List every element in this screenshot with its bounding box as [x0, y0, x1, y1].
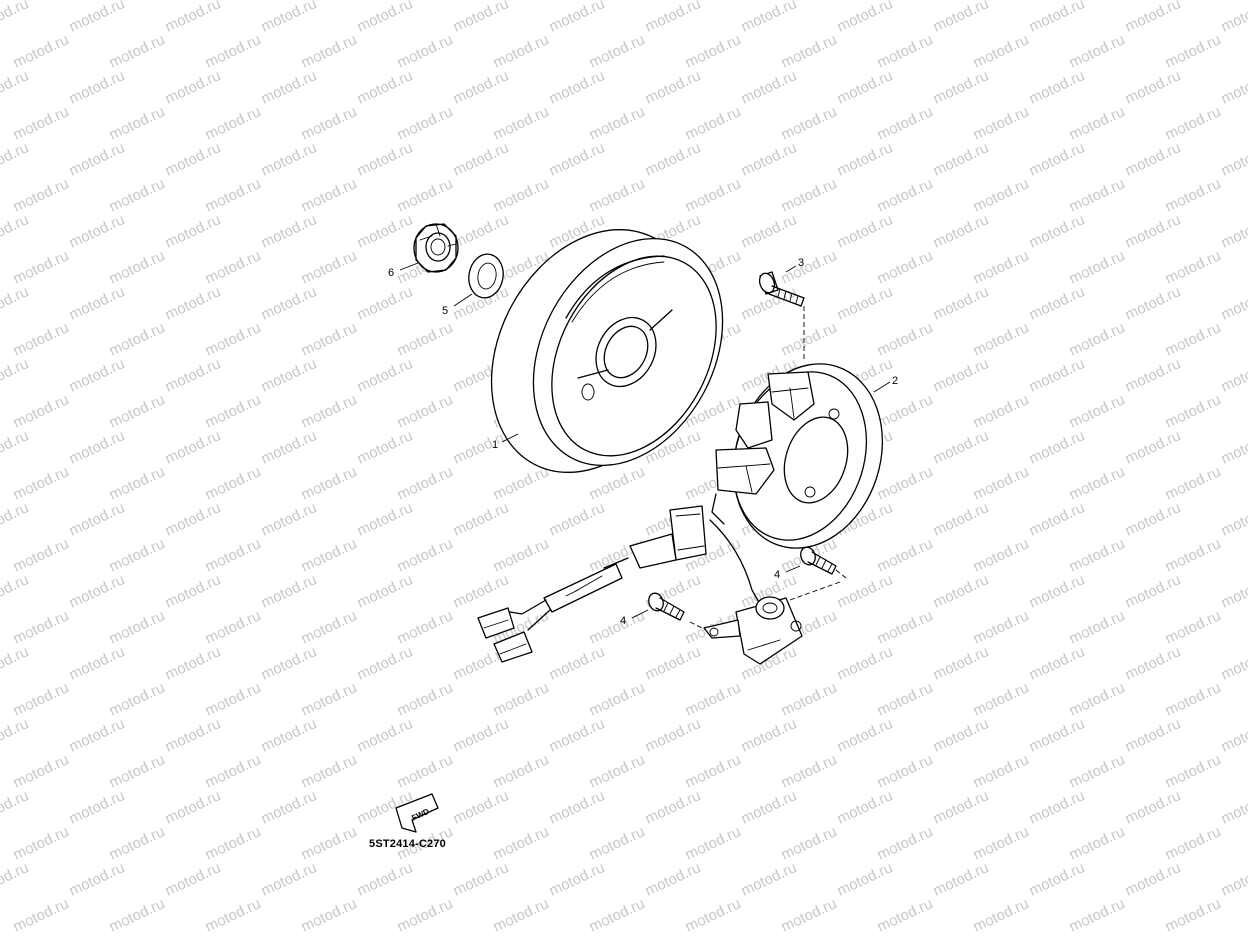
drawing-code: 5ST2414-C270 — [369, 838, 447, 850]
pickup-screw-icon[interactable] — [798, 545, 837, 575]
washer-icon[interactable] — [465, 251, 506, 300]
stator-assembly-icon[interactable] — [710, 344, 905, 567]
part-number-5: 5 — [442, 305, 448, 317]
part-number-4-lower: 4 — [620, 615, 626, 627]
stator-screw-icon[interactable] — [757, 271, 805, 307]
part-number-6: 6 — [388, 267, 394, 279]
pickup-coil-icon[interactable] — [703, 596, 803, 665]
part-number-1: 1 — [492, 439, 498, 451]
flywheel-rotor-icon[interactable] — [451, 194, 760, 508]
forward-arrow-icon: FWD — [395, 793, 439, 833]
part-number-3: 3 — [798, 257, 804, 269]
part-number-2: 2 — [892, 375, 898, 387]
wiring-harness-icon[interactable] — [477, 505, 761, 663]
pickup-screw-icon[interactable] — [646, 591, 685, 621]
part-number-4-upper: 4 — [774, 569, 780, 581]
nut-icon[interactable] — [413, 223, 459, 273]
